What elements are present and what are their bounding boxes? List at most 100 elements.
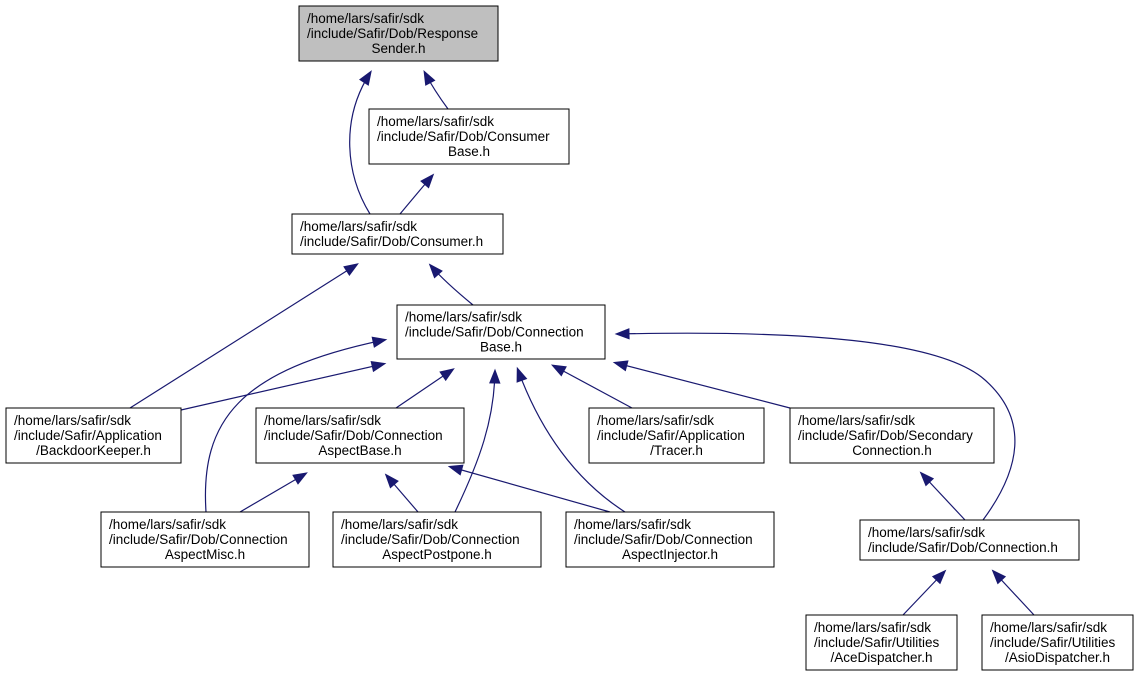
node-box[interactable]	[981, 614, 1134, 671]
edge-line	[239, 473, 306, 513]
node-connection-aspect-base[interactable]: /home/lars/safir/sdk/include/Safir/Dob/C…	[255, 407, 465, 464]
node-label-line: AspectPostpone.h	[382, 547, 492, 562]
node-label-line: /include/Safir/Utilities	[990, 635, 1116, 650]
node-label-line: /include/Safir/Dob/Connection	[264, 428, 443, 443]
node-label-line: Sender.h	[371, 41, 425, 56]
node-label-line: /include/Safir/Dob/Consumer.h	[300, 234, 483, 249]
edge-backdoor-keeper-to-connection-base	[180, 361, 387, 411]
node-connection-aspect-misc[interactable]: /home/lars/safir/sdk/include/Safir/Dob/C…	[100, 511, 310, 568]
node-label-line: /AceDispatcher.h	[830, 650, 932, 665]
edge-consumer-base-to-response-sender	[423, 69, 449, 110]
node-label-line: /home/lars/safir/sdk	[109, 517, 226, 532]
node-tracer[interactable]: /home/lars/safir/sdk/include/Safir/Appli…	[588, 407, 765, 464]
node-box[interactable]	[5, 407, 182, 464]
node-box[interactable]	[805, 614, 958, 671]
node-ace-dispatcher[interactable]: /home/lars/safir/sdk/include/Safir/Utili…	[805, 614, 958, 671]
node-box[interactable]	[789, 407, 995, 464]
edge-connection-base-to-consumer	[428, 263, 474, 306]
edge-secondary-connection-to-connection-base	[612, 360, 791, 409]
edge-line	[615, 362, 791, 409]
node-label-line: /include/Safir/Dob/Response	[307, 26, 478, 41]
edge-arrowhead	[612, 360, 629, 372]
node-box[interactable]	[100, 511, 310, 568]
node-label-line: AspectInjector.h	[622, 547, 718, 562]
edge-aspect-injector-to-connection-base	[516, 366, 626, 513]
edge-asio-dispatcher-to-connection	[991, 569, 1035, 616]
node-box[interactable]	[332, 511, 542, 568]
node-label-line: /include/Safir/Dob/Connection	[341, 532, 520, 547]
node-label-line: /home/lars/safir/sdk	[307, 11, 424, 26]
node-connection-base[interactable]: /home/lars/safir/sdk/include/Safir/Dob/C…	[396, 304, 606, 360]
node-asio-dispatcher[interactable]: /home/lars/safir/sdk/include/Safir/Utili…	[981, 614, 1134, 671]
edge-arrowhead	[931, 569, 947, 585]
edge-arrowhead	[371, 336, 388, 348]
edge-arrowhead	[420, 173, 435, 189]
node-label-line: /home/lars/safir/sdk	[405, 310, 522, 325]
node-label-line: Connection.h	[852, 443, 932, 458]
edge-aspect-postpone-to-connection-base	[454, 368, 501, 513]
node-label-line: /home/lars/safir/sdk	[814, 620, 931, 635]
node-connection-aspect-injector[interactable]: /home/lars/safir/sdk/include/Safir/Dob/C…	[565, 511, 775, 568]
node-box[interactable]	[298, 5, 499, 62]
edge-aspect-misc-to-aspect-base	[239, 472, 308, 513]
edge-aspect-misc-to-connection-base	[204, 336, 388, 513]
graph-nodes: /home/lars/safir/sdk/include/Safir/Dob/R…	[5, 5, 1134, 671]
edge-backdoor-keeper-to-consumer	[129, 263, 359, 409]
node-consumer[interactable]: /home/lars/safir/sdk/include/Safir/Dob/C…	[291, 213, 504, 255]
node-backdoor-keeper[interactable]: /home/lars/safir/sdk/include/Safir/Appli…	[5, 407, 182, 464]
node-label-line: /include/Safir/Dob/Connection	[109, 532, 288, 547]
node-label-line: Base.h	[448, 144, 490, 159]
edge-arrowhead	[919, 471, 935, 487]
node-box[interactable]	[588, 407, 765, 464]
edge-line	[450, 466, 611, 513]
edge-line	[204, 339, 385, 513]
edge-arrowhead	[428, 263, 443, 279]
node-box[interactable]	[396, 304, 606, 360]
node-label-line: /include/Safir/Dob/Connection	[574, 532, 753, 547]
edge-line	[553, 365, 633, 409]
node-box[interactable]	[859, 519, 1080, 561]
edge-line	[617, 332, 1016, 521]
node-label-line: /BackdoorKeeper.h	[36, 443, 151, 458]
node-consumer-base[interactable]: /home/lars/safir/sdk/include/Safir/Dob/C…	[368, 108, 570, 165]
node-label-line: /home/lars/safir/sdk	[990, 620, 1107, 635]
node-box[interactable]	[368, 108, 570, 165]
edge-ace-dispatcher-to-connection	[902, 569, 947, 616]
node-label-line: /Tracer.h	[650, 443, 703, 458]
edge-connection-to-connection-base	[614, 328, 1016, 521]
edge-consumer-to-response-sender	[349, 70, 372, 215]
edge-arrowhead	[516, 366, 528, 383]
node-connection[interactable]: /home/lars/safir/sdk/include/Safir/Dob/C…	[859, 519, 1080, 561]
edge-arrowhead	[359, 70, 372, 86]
node-label-line: /home/lars/safir/sdk	[264, 413, 381, 428]
node-label-line: /home/lars/safir/sdk	[597, 413, 714, 428]
node-box[interactable]	[565, 511, 775, 568]
edge-arrowhead	[384, 473, 399, 489]
edge-aspect-postpone-to-aspect-base	[384, 473, 419, 513]
node-label-line: /include/Safir/Dob/Consumer	[377, 129, 550, 144]
edge-arrowhead	[343, 263, 359, 276]
graph-edges	[129, 69, 1035, 616]
node-label-line: /home/lars/safir/sdk	[798, 413, 915, 428]
edge-arrowhead	[423, 69, 436, 86]
edge-arrowhead	[489, 368, 501, 384]
node-label-line: /home/lars/safir/sdk	[341, 517, 458, 532]
node-label-line: /home/lars/safir/sdk	[14, 413, 131, 428]
edge-line	[454, 371, 496, 513]
node-label-line: /include/Safir/Utilities	[814, 635, 940, 650]
edge-arrowhead	[439, 368, 455, 382]
node-connection-aspect-postpone[interactable]: /home/lars/safir/sdk/include/Safir/Dob/C…	[332, 511, 542, 568]
node-label-line: /home/lars/safir/sdk	[574, 517, 691, 532]
node-box[interactable]	[255, 407, 465, 464]
node-label-line: /home/lars/safir/sdk	[377, 114, 494, 129]
node-box[interactable]	[291, 213, 504, 255]
node-label-line: /home/lars/safir/sdk	[868, 525, 985, 540]
edge-arrowhead	[370, 361, 387, 373]
node-secondary-connection[interactable]: /home/lars/safir/sdk/include/Safir/Dob/S…	[789, 407, 995, 464]
node-response-sender[interactable]: /home/lars/safir/sdk/include/Safir/Dob/R…	[298, 5, 499, 62]
edge-aspect-base-to-connection-base	[395, 368, 455, 409]
edge-arrowhead	[447, 464, 464, 476]
node-label-line: /include/Safir/Dob/Connection	[405, 325, 584, 340]
edge-arrowhead	[550, 364, 567, 377]
